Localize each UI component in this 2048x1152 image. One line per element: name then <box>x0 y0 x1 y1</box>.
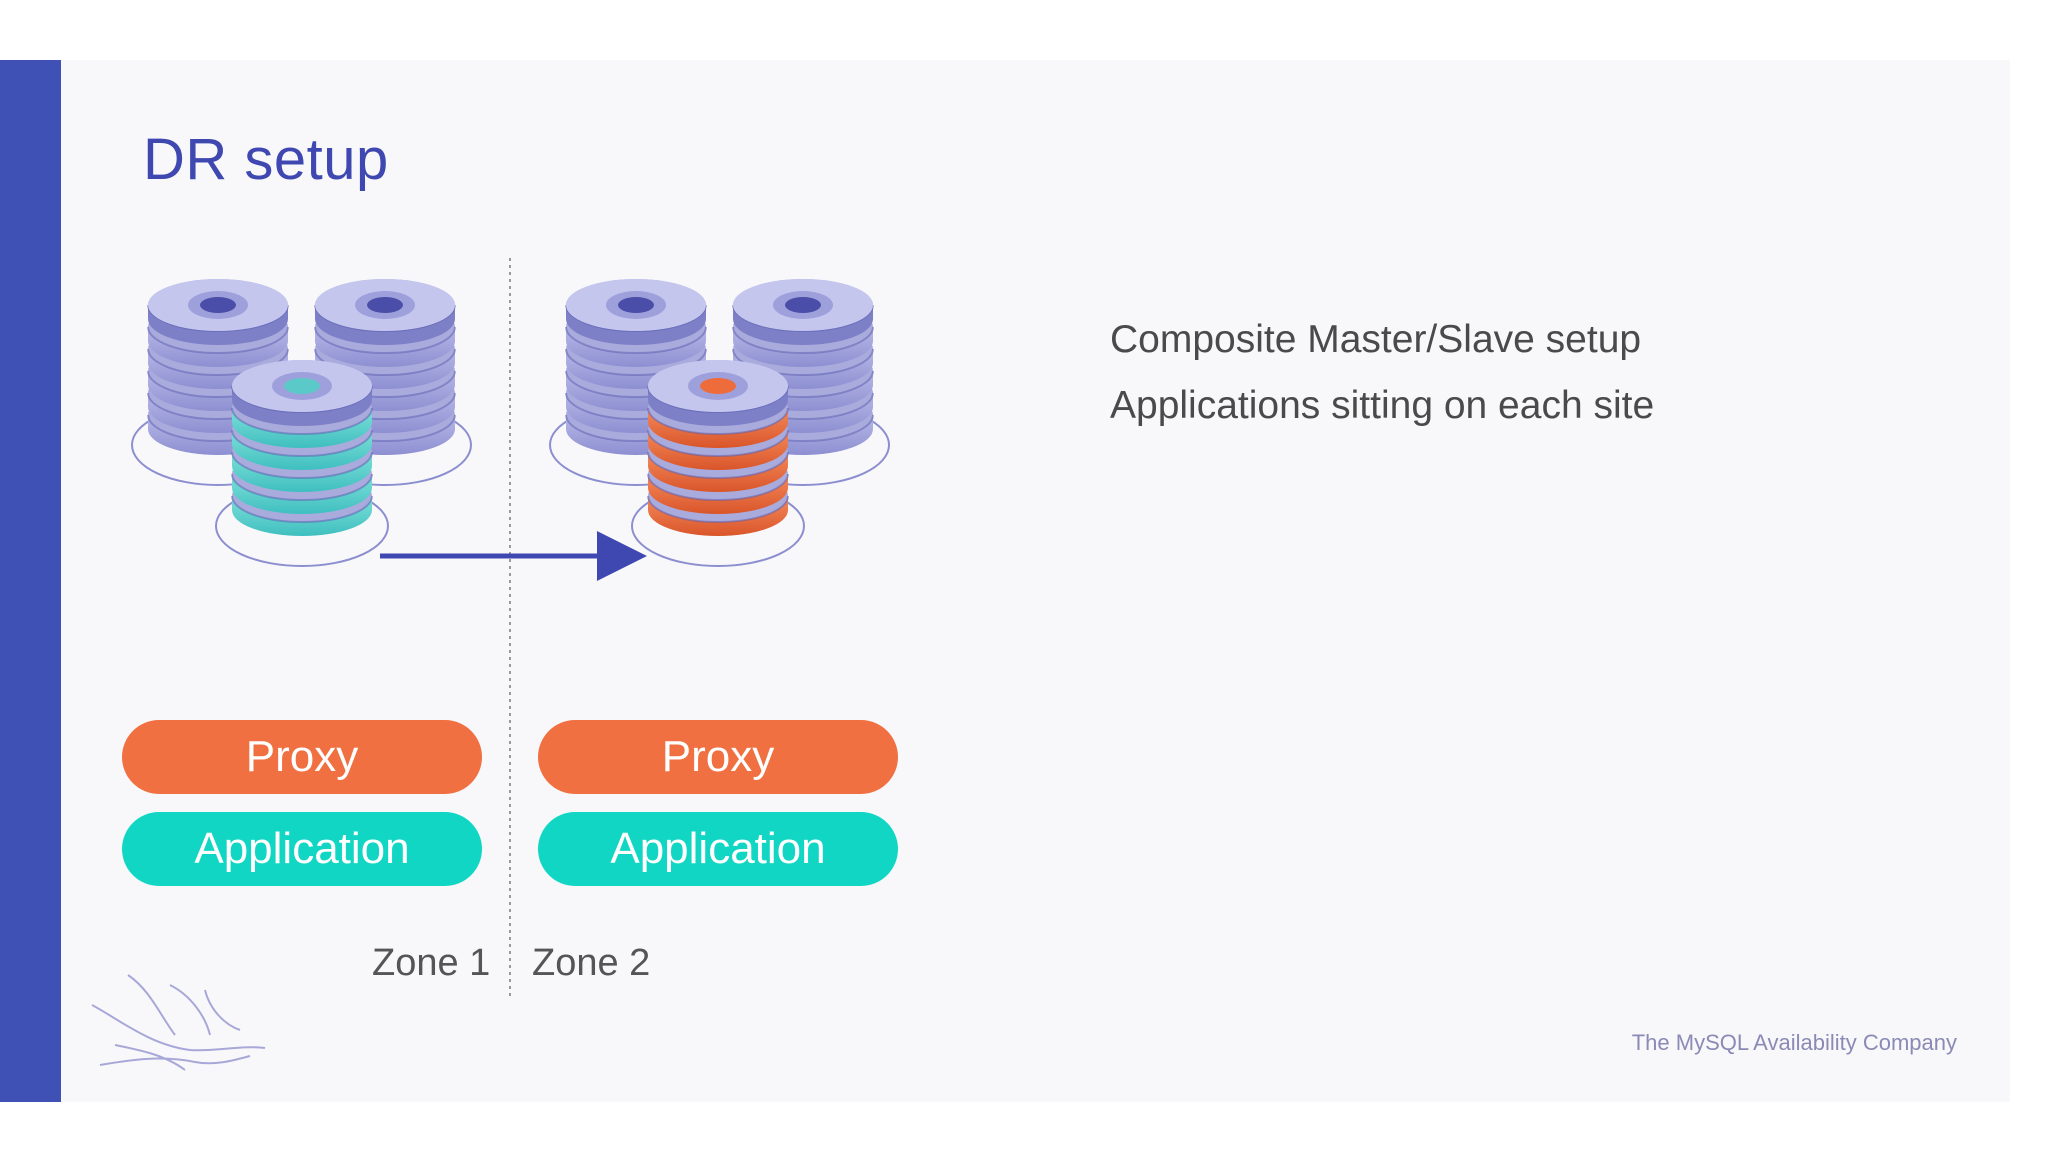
database-stack-icon <box>215 360 389 567</box>
diagram <box>91 258 890 1071</box>
slide: DR setup <box>0 60 2010 1102</box>
zone1-application-pill: Application <box>122 812 482 886</box>
zone2-proxy-pill: Proxy <box>538 720 898 794</box>
accent-bar <box>0 60 61 1102</box>
zone2-label: Zone 2 <box>532 942 651 984</box>
database-stack-icon <box>549 279 723 486</box>
bullet-item: Composite Master/Slave setup <box>1110 318 1642 361</box>
footer-text: The MySQL Availability Company <box>1631 1030 1957 1055</box>
bullet-item: Applications sitting on each site <box>1110 384 1655 427</box>
database-stack-icon <box>631 360 805 567</box>
bullet-list: Composite Master/Slave setup Application… <box>1110 318 1654 450</box>
zone2-application-pill: Application <box>538 812 898 886</box>
zone2-database-cluster <box>549 279 890 567</box>
zone1-proxy-pill: Proxy <box>122 720 482 794</box>
zone1-label: Zone 1 <box>372 942 491 984</box>
slide-title: DR setup <box>143 127 389 192</box>
zone1-database-cluster <box>131 279 472 567</box>
database-stack-icon <box>716 279 890 486</box>
logo-bird-icon <box>91 974 266 1071</box>
